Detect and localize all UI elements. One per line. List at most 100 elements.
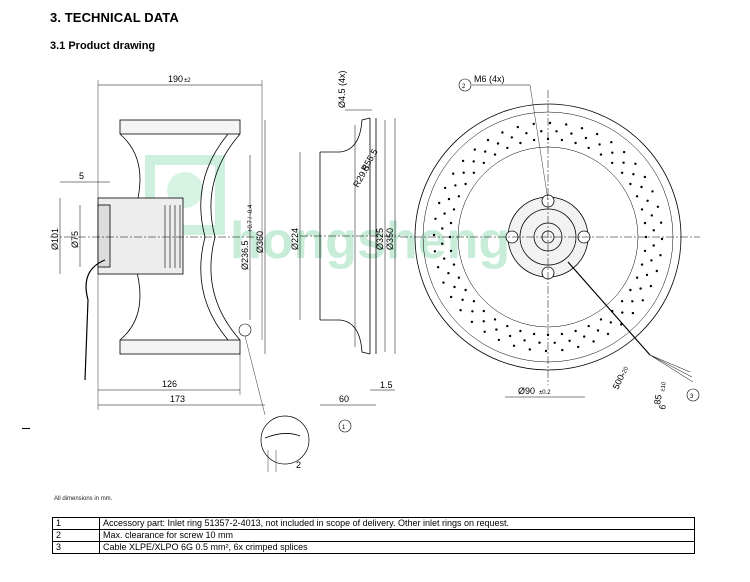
side-view — [50, 80, 310, 472]
blade-hole — [620, 300, 624, 303]
blade-hole — [472, 160, 475, 163]
blade-hole — [649, 284, 653, 288]
note-number: 1 — [52, 517, 100, 530]
blade-hole — [532, 332, 536, 336]
blade-hole — [438, 201, 441, 205]
dim-6: 6 — [657, 404, 668, 411]
blade-hole — [486, 138, 490, 142]
blade-hole — [472, 171, 476, 174]
blade-hole — [659, 254, 662, 257]
callout-2: 2 — [462, 84, 466, 90]
blade-hole — [501, 131, 504, 134]
blade-hole — [622, 150, 626, 154]
blade-hole — [540, 130, 543, 133]
dim-d45: Ø4.5 (4x) — [337, 70, 347, 108]
blade-hole — [495, 328, 498, 331]
blade-hole — [635, 276, 639, 279]
blade-hole — [449, 221, 453, 225]
blade-hole — [433, 250, 437, 253]
blade-hole — [595, 132, 599, 136]
blade-hole — [449, 295, 453, 299]
blade-hole — [644, 235, 648, 239]
blade-hole — [548, 121, 552, 125]
blade-hole — [512, 344, 516, 347]
blade-hole — [482, 309, 485, 313]
blade-hole — [453, 285, 456, 289]
blade-hole — [643, 249, 647, 253]
blade-hole — [553, 341, 556, 344]
dim-85-tol: ±10 — [660, 381, 668, 393]
blade-hole — [447, 197, 451, 201]
blade-hole — [516, 125, 519, 129]
blade-hole — [555, 130, 558, 133]
dim-m6: M6 (4x) — [474, 74, 505, 84]
blade-holes — [432, 121, 664, 353]
blade-hole — [631, 300, 634, 303]
blade-hole — [580, 127, 584, 130]
blade-hole — [442, 281, 445, 284]
blade-hole — [461, 159, 465, 163]
blade-hole — [620, 171, 624, 174]
blade-hole — [482, 320, 485, 323]
front-view — [400, 78, 700, 402]
blade-hole — [443, 257, 446, 260]
blade-hole — [452, 208, 456, 211]
callout-3: 3 — [690, 394, 694, 400]
blade-hole — [565, 123, 568, 126]
dim-2: 2 — [296, 460, 301, 470]
blade-hole — [493, 318, 497, 321]
blade-hole — [611, 151, 614, 154]
blade-hole — [634, 162, 637, 165]
dim-85: 85 — [652, 394, 664, 406]
blade-hole — [646, 199, 649, 202]
blade-hole — [629, 288, 632, 292]
blade-hole — [519, 329, 522, 333]
dim-190: 190 — [168, 74, 183, 84]
dim-d325: Ø325 — [375, 228, 385, 250]
blade-hole — [464, 288, 467, 292]
blade-hole — [611, 161, 614, 165]
blade-hole — [659, 221, 663, 224]
blade-hole — [631, 311, 635, 315]
blade-hole — [609, 321, 612, 324]
blade-hole — [640, 185, 643, 189]
blade-hole — [519, 141, 522, 145]
blade-hole — [523, 339, 526, 342]
blade-hole — [650, 259, 653, 262]
blade-hole — [452, 263, 456, 266]
blade-hole — [560, 138, 564, 142]
note-text: Cable XLPE/XLPO 6G 0.5 mm², 6x crimped s… — [99, 541, 695, 554]
blade-hole — [496, 142, 500, 145]
blade-hole — [650, 214, 653, 217]
blade-hole — [652, 229, 655, 232]
blade-hole — [464, 182, 467, 186]
blade-hole — [434, 217, 437, 220]
blade-hole — [449, 249, 453, 253]
blade-hole — [577, 345, 580, 349]
margin-dash — [22, 428, 30, 429]
inlet-ring-view — [299, 109, 400, 433]
blade-hole — [473, 148, 476, 151]
blade-hole — [640, 263, 644, 266]
dim-d90-tol: ±0.2 — [539, 390, 551, 396]
blade-hole — [506, 146, 509, 150]
dim-d236: Ø236.5 — [240, 240, 250, 270]
dim-1-5: 1.5 — [380, 380, 393, 390]
blade-hole — [561, 348, 564, 352]
blade-hole — [574, 329, 577, 333]
dim-190-tol: ±2 — [184, 78, 191, 84]
blade-hole — [570, 132, 573, 135]
blade-hole — [611, 309, 614, 313]
blade-hole — [525, 132, 528, 135]
callout-1: 1 — [342, 425, 346, 431]
blade-hole — [493, 153, 497, 156]
blade-hole — [448, 235, 452, 239]
blade-hole — [443, 186, 447, 190]
blade-hole — [640, 208, 644, 211]
blade-hole — [598, 143, 601, 146]
dim-173: 173 — [170, 394, 185, 404]
blade-hole — [583, 335, 586, 338]
blade-hole — [655, 269, 658, 273]
blade-hole — [528, 348, 531, 351]
